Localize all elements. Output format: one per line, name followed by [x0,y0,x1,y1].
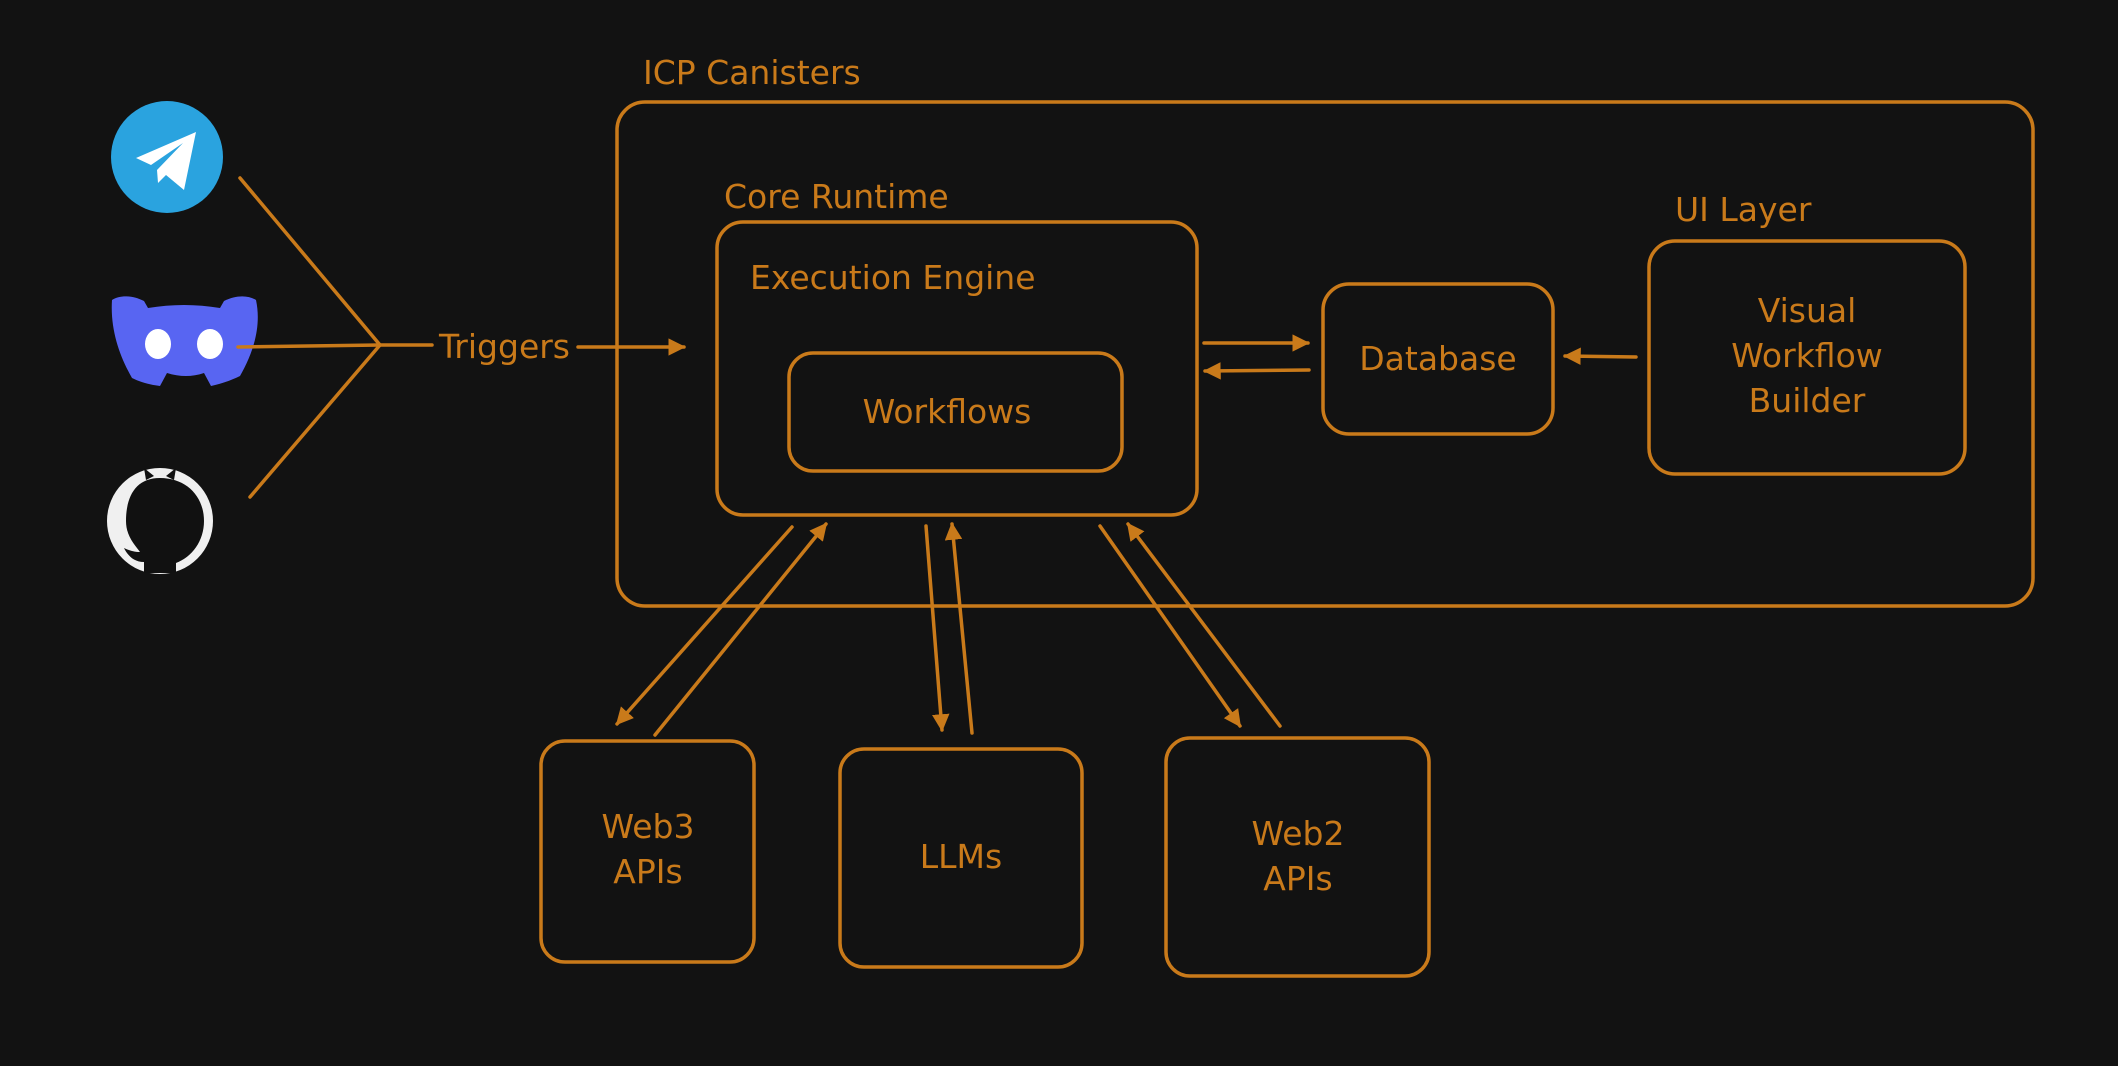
execution-engine-label: Execution Engine [750,258,1036,297]
web3-line-1: Web3 [602,807,695,846]
core-to-web2-arrow [1098,524,1242,728]
core-runtime-title: Core Runtime [724,177,949,216]
icp-canisters-box [615,100,2035,608]
builder-line-1: Visual [1758,291,1857,330]
builder-line-3: Builder [1749,381,1866,420]
core-to-llms-arrow [924,524,950,732]
ui-to-database-arrow [1563,347,1638,365]
builder-line-2: Workflow [1731,336,1883,375]
discord-icon [111,296,258,386]
web2-to-core-arrow [1126,522,1282,728]
web2-line-1: Web2 [1252,814,1345,853]
ui-layer-title: UI Layer [1675,190,1812,229]
triggers-label: Triggers [438,327,570,366]
database-label: Database [1359,339,1516,378]
llms-box [838,747,1084,969]
discord-connector [236,343,382,349]
llms-label: LLMs [920,837,1002,876]
database-to-core-arrow [1203,362,1311,380]
web2-apis-box [1164,736,1431,978]
github-icon [107,468,213,574]
core-runtime-box [715,220,1199,517]
github-connector [248,343,382,499]
workflows-box [787,351,1124,473]
workflows-label: Workflows [863,392,1032,431]
web2-line-2: APIs [1263,859,1332,898]
web3-line-2: APIs [613,852,682,891]
core-to-web3-arrow [615,525,794,726]
icp-canisters-title: ICP Canisters [643,53,861,92]
web3-apis-box [539,739,756,964]
database-box [1321,282,1555,436]
telegram-connector [238,176,382,347]
web3-to-core-arrow [653,522,828,737]
ui-layer-box [1647,239,1967,476]
telegram-icon [111,101,223,213]
llms-to-core-arrow [944,522,974,735]
